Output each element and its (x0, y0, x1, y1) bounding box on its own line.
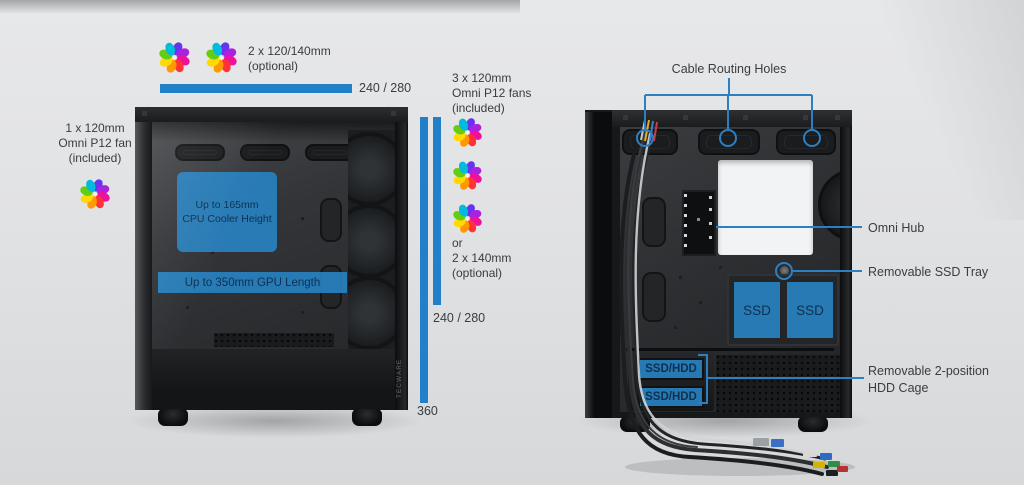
hdd-cage-label: Removable 2-position HDD Cage (868, 364, 989, 395)
front-radiator-bar-360 (420, 117, 428, 403)
included-fans-note: 3 x 120mm Omni P12 fans (included) (452, 71, 532, 115)
cable-routing-circle (636, 129, 654, 147)
psu-bay-mesh (716, 355, 840, 412)
front-fan (348, 132, 395, 206)
left-case-glass-edge (135, 122, 152, 410)
cable-routing-circle (719, 129, 737, 147)
top-vent-slot (240, 144, 290, 161)
cable-routing-bracket (644, 78, 813, 129)
case-foot (798, 417, 828, 432)
ssd-tray-screw-circle (775, 262, 793, 280)
right-case-front-edge (840, 127, 852, 418)
cable-bundle (619, 129, 829, 476)
left-case-top-frame (135, 107, 408, 122)
case-foot (158, 409, 188, 426)
right-case-side-panel-edge (585, 112, 612, 418)
omni-hub-label: Omni Hub (868, 221, 925, 235)
bottom-rail (626, 348, 834, 351)
cable-connectors (753, 438, 848, 476)
right-case-top-frame (612, 110, 852, 127)
left-case: Up to 165mm CPU Cooler Height Up to 350m… (135, 107, 408, 410)
front-panel-cables (619, 119, 855, 476)
front-radiator-bar-240-280 (433, 117, 441, 305)
case-foot (352, 409, 382, 426)
optional-fans-note: or 2 x 140mm (optional) (452, 236, 512, 280)
right-case: SSD SSD SSD/HDD SSD/HDD (585, 110, 852, 418)
cpu-cutout (718, 160, 813, 255)
top-radiator-label: 240 / 280 (359, 81, 412, 95)
top-fans-note: 2 x 120/140mm (optional) (248, 44, 331, 73)
gpu-length-bar: Up to 350mm GPU Length (158, 272, 347, 293)
top-vent-slot (175, 144, 225, 161)
cable-routing-label: Cable Routing Holes (671, 62, 787, 76)
bottom-vent-mesh (214, 333, 334, 347)
cpu-cooler-clearance-box: Up to 165mm CPU Cooler Height (177, 172, 277, 252)
cable-grommet (642, 272, 666, 322)
ssd-slot-1: SSD (734, 282, 780, 338)
right-case-interior: SSD SSD SSD/HDD SSD/HDD (620, 127, 840, 412)
front-radiator-short-label: 240 / 280 (433, 311, 486, 325)
front-fan (348, 276, 395, 349)
hdd-cage-bracket (698, 354, 864, 404)
omni-hub-pcb (682, 190, 716, 256)
cpu-cooler-clearance-text: Up to 165mm CPU Cooler Height (182, 198, 271, 226)
front-fans-column (348, 130, 395, 349)
ssd-tray-label: Removable SSD Tray (868, 265, 989, 279)
cable-grommet (642, 197, 666, 247)
ssd-tray-plate: SSD SSD (727, 274, 839, 346)
top-vent-slot (305, 144, 355, 161)
cable-routing-circle (803, 129, 821, 147)
psu-shroud (152, 349, 395, 410)
ssd-slot-2: SSD (787, 282, 833, 338)
left-case-front-panel (395, 122, 408, 410)
ssd-tray-thumbscrew (780, 266, 789, 275)
front-radiator-long-label: 360 (417, 404, 438, 418)
gpu-length-text: Up to 350mm GPU Length (185, 277, 321, 289)
left-case-interior: Up to 165mm CPU Cooler Height Up to 350m… (152, 122, 395, 349)
cable-grommet (320, 198, 342, 242)
top-radiator-bar (160, 84, 352, 93)
background-ray-right (850, 0, 1024, 220)
hdd-slot-1: SSD/HDD (638, 358, 704, 380)
interior-top-shade (152, 122, 395, 142)
background-ray-left (0, 0, 520, 14)
glass-reflection (152, 122, 395, 349)
front-fan-note: 1 x 120mm Omni P12 fan (included) (58, 121, 132, 165)
